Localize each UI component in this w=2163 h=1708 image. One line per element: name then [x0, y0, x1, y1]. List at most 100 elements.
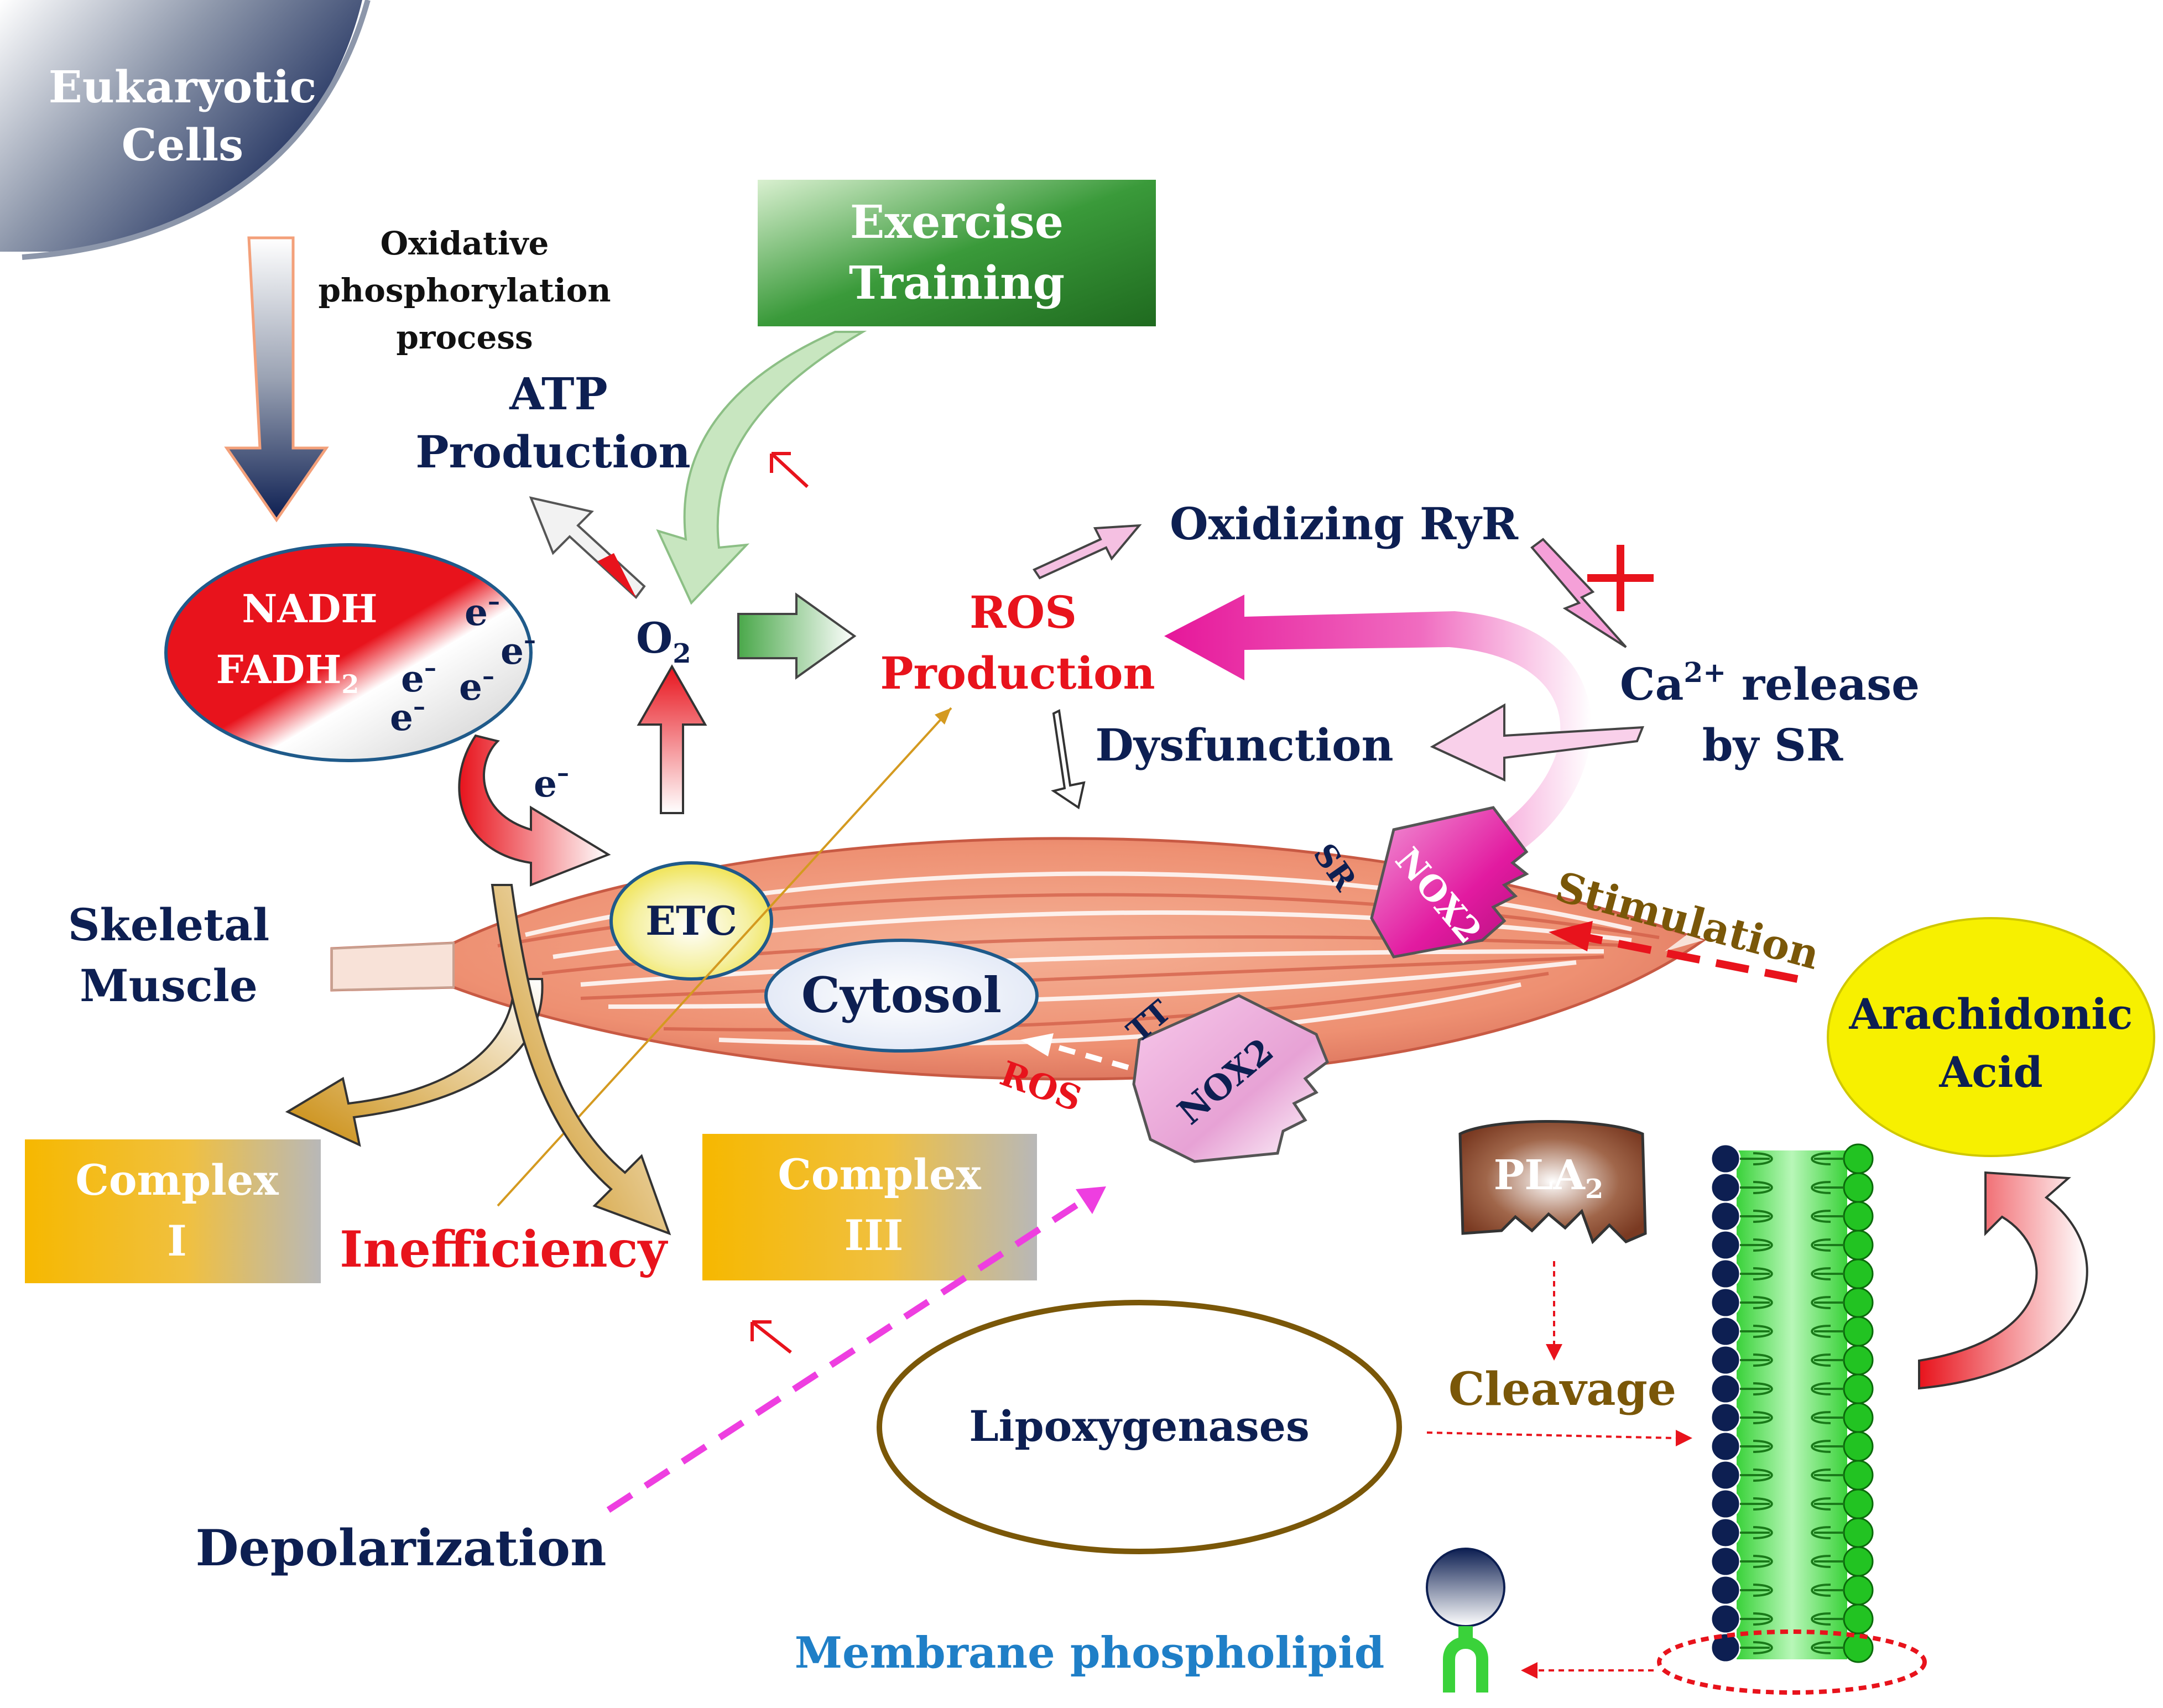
- ros-to-muscle-arrow: [1051, 709, 1086, 810]
- to-complex-i-arrow: [285, 978, 544, 1147]
- exercise-training-label-2: Training: [849, 257, 1065, 310]
- lipid-head-outer: [1843, 1258, 1874, 1289]
- pla2-label: PLA2: [1494, 1152, 1604, 1205]
- lipid-tail-outer: [1811, 1612, 1844, 1626]
- lipid-head-inner: [1710, 1402, 1741, 1433]
- lipid-head-inner: [1710, 1431, 1741, 1462]
- lipid-head-inner: [1710, 1460, 1741, 1491]
- complex-i-label-2: I: [167, 1216, 187, 1266]
- membrane-phospholipid-label: Membrane phospholipid: [795, 1628, 1385, 1678]
- oxidizing-ryr-label: Oxidizing RyR: [1170, 498, 1518, 550]
- lipid-tail-inner: [1740, 1238, 1773, 1252]
- oxphos-label-2: phosphorylation: [318, 272, 611, 309]
- tt-ros-dashed-arrow: [1050, 1043, 1129, 1070]
- lipid-head-outer: [1843, 1230, 1874, 1261]
- oxphos-label-1: Oxidative: [381, 225, 549, 262]
- fadh2-label: FADH2: [216, 647, 359, 699]
- lipid-head-outer: [1843, 1201, 1874, 1232]
- lipid-tail-inner: [1740, 1181, 1773, 1194]
- depolarization-dashed-arrow: [606, 1197, 1086, 1513]
- lipid-tail-outer: [1811, 1267, 1844, 1280]
- inefficiency-label: Inefficiency: [340, 1220, 668, 1279]
- exercise-training-label-1: Exercise: [850, 196, 1064, 249]
- complex-iii-label-2: III: [845, 1211, 904, 1260]
- depolarization-label: Depolarization: [195, 1519, 606, 1577]
- lipid-tail-outer: [1811, 1152, 1844, 1165]
- lipid-tail-inner: [1740, 1440, 1773, 1453]
- lipid-tail-inner: [1740, 1497, 1773, 1511]
- etc-to-o2-arrow: [637, 664, 707, 814]
- oxphos-label-3: process: [396, 319, 533, 356]
- lipid-tail-inner: [1740, 1411, 1773, 1424]
- lipid-head-inner: [1710, 1258, 1741, 1289]
- lipid-head-outer: [1843, 1431, 1874, 1462]
- atp-label-2: Production: [415, 426, 690, 478]
- lipid-tail-inner: [1740, 1469, 1773, 1482]
- lipid-tail-outer: [1811, 1382, 1844, 1395]
- lipid-tail-outer: [1811, 1440, 1844, 1453]
- lipid-tail-outer: [1811, 1469, 1844, 1482]
- lipid-tail-inner: [1740, 1152, 1773, 1165]
- oxphos-down-arrow: [224, 236, 329, 523]
- lipid-head-inner: [1710, 1143, 1741, 1174]
- lipid-tail-inner: [1740, 1584, 1773, 1597]
- lipid-head-inner: [1710, 1201, 1741, 1232]
- membrane-to-arachidonic-arrow: [1918, 1171, 2088, 1390]
- lipid-tail-inner: [1740, 1612, 1773, 1626]
- ros-production-label-1: ROS: [970, 586, 1077, 638]
- lipid-head-outer: [1843, 1172, 1874, 1203]
- lipid-head-outer: [1843, 1373, 1874, 1404]
- o2-label: O2: [636, 613, 691, 669]
- lipid-head-outer: [1843, 1603, 1874, 1634]
- lipid-head-outer: [1843, 1345, 1874, 1376]
- etc-label: ETC: [645, 897, 737, 944]
- ryr-to-ca-arrow: [1530, 538, 1627, 648]
- block-x-icon: [1587, 545, 1654, 611]
- cleavage-to-membrane-arrow: [1426, 1431, 1676, 1439]
- lipid-tail-inner: [1740, 1210, 1773, 1223]
- lipid-head-outer: [1843, 1546, 1874, 1577]
- cleavage-label: Cleavage: [1448, 1363, 1676, 1416]
- lipid-tail-outer: [1811, 1555, 1844, 1568]
- svg-text:e–: e–: [465, 587, 500, 634]
- lipid-head-inner: [1710, 1345, 1741, 1376]
- eukaryotic-cells-shape: [0, 0, 371, 260]
- lipid-tail-outer: [1811, 1325, 1844, 1338]
- lipid-head-outer: [1843, 1632, 1874, 1663]
- lipid-head-inner: [1710, 1575, 1741, 1606]
- svg-text:e–: e–: [390, 692, 425, 739]
- atp-label-1: ATP: [509, 368, 607, 420]
- lipid-tail-outer: [1811, 1210, 1844, 1223]
- lipid-tail-outer: [1811, 1353, 1844, 1367]
- lipid-tail-inner: [1740, 1325, 1773, 1338]
- cytosol-label: Cytosol: [801, 966, 1002, 1024]
- dysfunction-label: Dysfunction: [1095, 719, 1393, 771]
- lipid-head-inner: [1710, 1488, 1741, 1519]
- membrane-selection-oval: [1657, 1629, 1927, 1695]
- lipid-tail-outer: [1811, 1641, 1844, 1654]
- lipid-head-inner: [1710, 1517, 1741, 1548]
- nadh-label: NADH: [242, 586, 377, 632]
- nox2-tt-shape: [1132, 994, 1330, 1163]
- nox2-to-ros-arrow: [1164, 595, 1592, 855]
- lipid-head-outer: [1843, 1517, 1874, 1548]
- ca-release-label-2: by SR: [1702, 719, 1843, 771]
- lipid-tail-outer: [1811, 1526, 1844, 1539]
- lipid-tail-inner: [1740, 1382, 1773, 1395]
- lipid-head-outer: [1843, 1143, 1874, 1174]
- lipid-head-inner: [1710, 1546, 1741, 1577]
- lipid-head-outer: [1843, 1402, 1874, 1433]
- lipid-head-inner: [1710, 1316, 1741, 1347]
- lipid-tail-outer: [1811, 1296, 1844, 1309]
- lipid-tail-outer: [1811, 1497, 1844, 1511]
- lipid-tail-outer: [1811, 1238, 1844, 1252]
- lipid-tail-inner: [1740, 1555, 1773, 1568]
- lipid-head-inner: [1710, 1373, 1741, 1404]
- nadh-fadh2-ellipse: [164, 543, 533, 762]
- o2-to-ros-arrow: [737, 592, 857, 680]
- svg-text:e–: e–: [459, 662, 494, 709]
- lipid-head-outer: [1843, 1575, 1874, 1606]
- lipid-tail-outer: [1811, 1411, 1844, 1424]
- svg-text:e–: e–: [501, 626, 536, 673]
